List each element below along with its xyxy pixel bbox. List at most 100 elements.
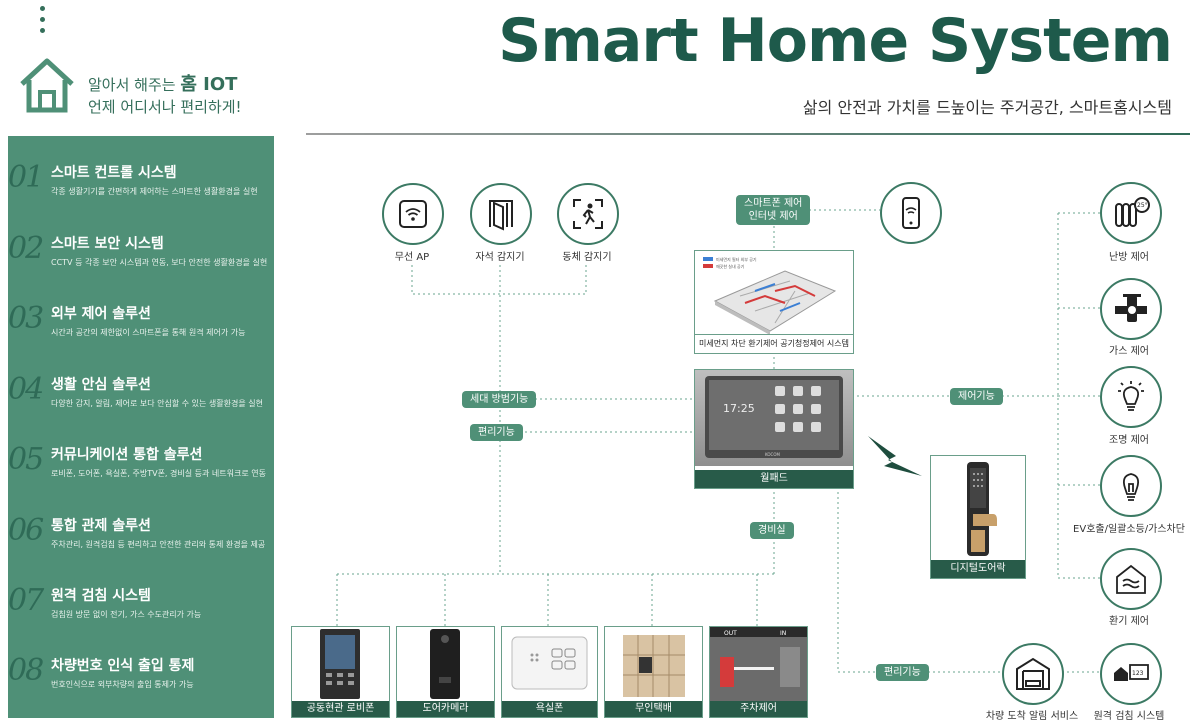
parcel-locker-device: 무인택배 <box>604 626 703 718</box>
convenience-function-pill: 편리기능 <box>470 424 523 441</box>
feature-title: 생활 안심 솔루션 <box>51 377 151 393</box>
door-camera-caption: 도어카메라 <box>397 701 494 717</box>
wifi-icon <box>399 200 427 228</box>
header-divider <box>306 133 1190 135</box>
motion-sensor-icon <box>573 199 603 229</box>
meter-icon: 123 <box>1114 664 1149 681</box>
parking-in-sign: IN <box>780 630 786 637</box>
feature-title: 커뮤니케이션 통합 솔루션 <box>51 447 203 463</box>
feature-title: 스마트 컨트롤 시스템 <box>51 165 177 181</box>
wallpad-caption: 월패드 <box>695 470 853 488</box>
pill-line: 스마트폰 제어 <box>744 198 803 209</box>
radiator-icon: 25° <box>1115 197 1150 227</box>
smartphone-node <box>880 182 942 244</box>
feature-number: 04 <box>8 372 44 407</box>
feature-number: 02 <box>8 231 44 266</box>
bathroom-phone-caption: 욕실폰 <box>502 701 597 717</box>
remote-meter-node: 123 <box>1100 643 1162 705</box>
heating-control-label: 난방 제어 <box>1109 252 1149 263</box>
parking-out-sign: OUT <box>724 630 737 637</box>
feature-number: 01 <box>8 160 44 195</box>
feature-desc: 시간과 공간의 제한없이 스마트폰을 통해 원격 제어가 가능 <box>51 328 246 337</box>
doorlock-panel: 디지털도어락 <box>930 455 1026 579</box>
lighting-control-node <box>1100 366 1162 428</box>
wallpad-clock: 17:25 <box>723 402 755 415</box>
ventilation-caption: 미세먼지 차단 환기제어 공기청정제어 시스템 <box>695 334 853 353</box>
motion-sensor-label: 동체 감지기 <box>562 252 612 263</box>
lobby-phone-device: 공동현관 로비폰 <box>291 626 390 718</box>
car-arrival-label: 차량 도착 알림 서비스 <box>985 711 1079 722</box>
magnetic-sensor-node <box>470 183 532 245</box>
wifi-ap-label: 무선 AP <box>394 252 430 263</box>
decor-dots <box>40 6 48 39</box>
thermostat-readout: 25° <box>1137 202 1148 209</box>
feature-number: 05 <box>8 442 44 477</box>
gas-control-node <box>1100 278 1162 340</box>
feature-desc: 주차관리, 원격검침 등 편리하고 안전한 관리와 통제 환경을 제공 <box>51 540 266 549</box>
wallpad-brand: KOCOM <box>765 452 780 457</box>
legend-filtered-air: 미세먼지 필터 외부 공기 <box>716 256 757 262</box>
motion-sensor-node <box>557 183 619 245</box>
parking-control-caption: 주차제어 <box>710 701 807 717</box>
control-function-pill: 제어기능 <box>950 388 1003 405</box>
feature-desc: 검침원 방문 없이 전기, 가스 수도관리가 가능 <box>51 610 202 619</box>
legend-clean-air: 깨끗한 실내 공기 <box>716 263 745 269</box>
page-title: Smart Home System <box>498 6 1173 76</box>
ventilation-panel: 미세먼지 필터 외부 공기 깨끗한 실내 공기 미세먼지 차단 환기제어 공기청… <box>694 250 854 354</box>
gas-control-label: 가스 제어 <box>1109 346 1149 357</box>
bathroom-phone-image <box>511 636 588 690</box>
tagline-1: 알아서 해주는 홈 IOT <box>88 74 238 95</box>
ev-call-node <box>1100 455 1162 517</box>
convenience-function-pill-2: 편리기능 <box>876 664 929 681</box>
doorlock-image <box>967 462 997 556</box>
lobby-phone-caption: 공동현관 로비폰 <box>292 701 389 717</box>
parking-control-image: OUT IN <box>710 627 807 701</box>
wifi-ap-node <box>382 183 444 245</box>
parking-control-device: OUT IN 주차제어 <box>709 626 808 718</box>
wireless-signal-icon <box>868 436 922 476</box>
parcel-locker-image <box>623 635 685 697</box>
remote-meter-label: 원격 검침 시스템 <box>1093 711 1165 722</box>
feature-number: 06 <box>8 513 44 548</box>
floorplan-illustration: 미세먼지 필터 외부 공기 깨끗한 실내 공기 <box>703 256 837 335</box>
meter-readout: 123 <box>1132 670 1144 677</box>
ventilation-icon <box>1116 564 1146 594</box>
parcel-locker-caption: 무인택배 <box>605 701 702 717</box>
feature-title: 통합 관제 솔루션 <box>51 518 151 534</box>
smartphone-icon <box>902 197 920 229</box>
smartphone-control-pill: 스마트폰 제어 인터넷 제어 <box>736 195 811 225</box>
ventilation-control-node <box>1100 548 1162 610</box>
doorlock-caption: 디지털도어락 <box>931 560 1025 578</box>
home-icon <box>20 58 74 113</box>
feature-title: 스마트 보안 시스템 <box>51 236 164 252</box>
door-camera-image <box>430 629 460 699</box>
door-camera-device: 도어카메라 <box>396 626 495 718</box>
garage-icon <box>1016 657 1050 690</box>
feature-title: 차량번호 인식 출입 통제 <box>51 658 195 674</box>
bathroom-phone-device: 욕실폰 <box>501 626 598 718</box>
magnetic-sensor-label: 자석 감지기 <box>475 252 525 263</box>
feature-number: 08 <box>8 653 44 688</box>
feature-desc: 각종 생활기기를 간편하게 제어하는 스마트한 생활환경을 실현 <box>51 187 258 196</box>
gas-valve-icon <box>1115 294 1147 322</box>
ventilation-control-label: 환기 제어 <box>1109 616 1149 627</box>
wallpad-device-image: 17:25 KOCOM <box>695 370 853 466</box>
heating-control-node: 25° <box>1100 182 1162 244</box>
pill-line: 인터넷 제어 <box>748 211 798 222</box>
feature-desc: 로비폰, 도어폰, 욕실폰, 주방TV폰, 경비실 등과 네트워크로 연동 <box>51 469 266 478</box>
security-function-pill: 세대 방범기능 <box>462 391 537 408</box>
feature-title: 원격 검침 시스템 <box>51 588 151 604</box>
guard-room-pill: 경비실 <box>750 522 794 539</box>
feature-desc: 다양한 감지, 알림, 제어로 보다 안심할 수 있는 생활환경을 실현 <box>51 399 263 408</box>
wallpad-panel: 17:25 KOCOM 월패드 <box>694 369 854 489</box>
car-arrival-node <box>1002 643 1064 705</box>
